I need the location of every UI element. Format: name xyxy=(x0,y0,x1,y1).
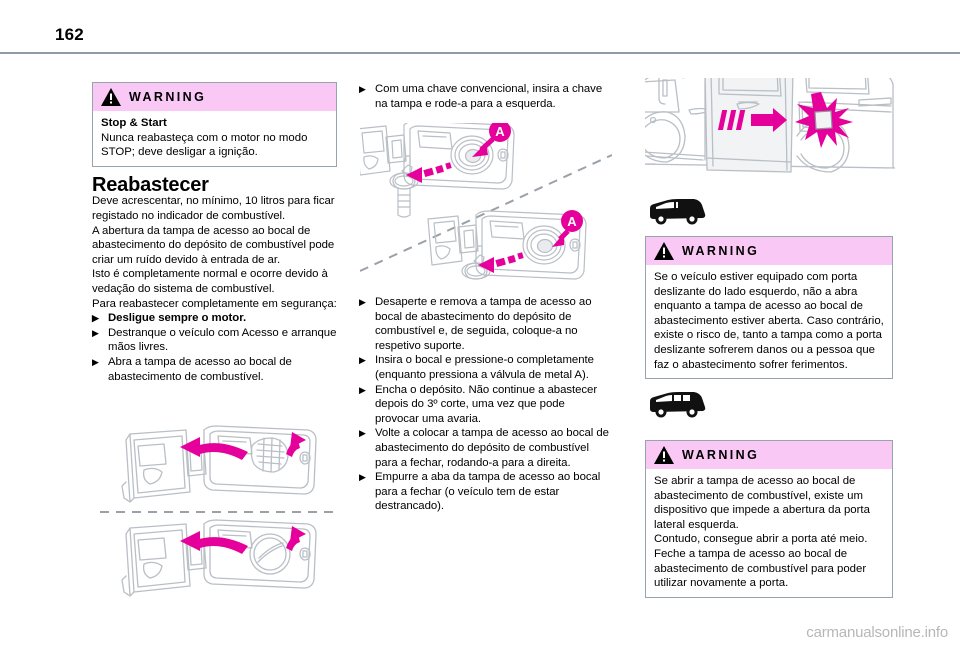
warning-header: WARNING xyxy=(646,237,892,265)
bullet-item: Desligue sempre o motor. xyxy=(92,311,337,326)
warning-body: Stop & Start Nunca reabasteça com o moto… xyxy=(93,111,336,166)
warning-line: utilizar novamente a porta. xyxy=(654,577,789,590)
warning-box-sliding-door: WARNING Se o veículo estiver equipado co… xyxy=(645,236,893,380)
callout-label-a: A xyxy=(495,124,505,139)
bullet-item: Destranque o veículo com Acesso e arranq… xyxy=(92,326,337,355)
warning-label: WARNING xyxy=(682,448,760,462)
bullet-item: Insira o bocal e pressione-o completamen… xyxy=(359,353,611,382)
illustration-fuel-flap-open xyxy=(100,424,340,608)
warning-line: enquanto a tampa de acesso ao bocal de xyxy=(654,300,863,313)
warning-label: WARNING xyxy=(682,244,760,258)
warning-line: Se o veículo estiver equipado com porta xyxy=(654,271,858,283)
illustration-sliding-door-clash xyxy=(645,78,895,193)
warning-subtitle: Stop & Start xyxy=(101,117,167,129)
bullet-item: Encha o depósito. Não continue a abastec… xyxy=(359,383,611,427)
left-column-text: Reabastecer Deve acrescentar, no mínimo,… xyxy=(92,173,337,384)
paragraph-3: Isto é completamente normal e ocorre dev… xyxy=(92,268,328,295)
warning-line: deslizante sofrerem danos ou a pessoa qu… xyxy=(654,343,875,356)
warning-triangle-icon xyxy=(101,88,121,106)
warning-body: Se o veículo estiver equipado com porta … xyxy=(646,265,892,378)
bullet-item: Desaperte e remova a tampa de acesso ao … xyxy=(359,295,611,353)
warning-line: lateral esquerda. xyxy=(654,518,739,531)
paragraph-1: Deve acrescentar, no mínimo, 10 litros p… xyxy=(92,195,335,222)
warning-triangle-icon xyxy=(654,242,674,260)
warning-line: abastecimento de combustível, existe um xyxy=(654,489,863,502)
section-title: Reabastecer xyxy=(92,173,209,196)
bullet-item: Abra a tampa de acesso ao bocal de abast… xyxy=(92,355,337,384)
warning-header: WARNING xyxy=(646,441,892,469)
warning-line: faz o abastecimento sofrer ferimentos. xyxy=(654,358,848,371)
middle-column: Com uma chave convencional, insira a cha… xyxy=(359,82,611,111)
middle-column-text-top: Com uma chave convencional, insira a cha… xyxy=(359,82,611,111)
warning-line: deslizante do lado esquerdo, não a abra xyxy=(654,285,858,298)
page-number: 162 xyxy=(55,25,84,44)
warning-body: Se abrir a tampa de acesso ao bocal de a… xyxy=(646,469,892,597)
warning-triangle-icon xyxy=(654,446,674,464)
callout-label-a: A xyxy=(567,214,577,229)
illustration-filler-neck: A xyxy=(360,123,612,283)
warning-box-door-lock: WARNING Se abrir a tampa de acesso ao bo… xyxy=(645,440,893,598)
warning-box-stop-start: WARNING Stop & Start Nunca reabasteça co… xyxy=(92,82,337,167)
bullet-item: Com uma chave convencional, insira a cha… xyxy=(359,82,611,111)
warning-line: Contudo, consegue abrir a porta até meio… xyxy=(654,533,868,546)
paragraph-2: A abertura da tampa de acesso ao bocal d… xyxy=(92,224,335,266)
bullet-item: Volte a colocar a tampa de acesso ao boc… xyxy=(359,426,611,470)
warning-line-1: Nunca reabasteça com o motor no modo xyxy=(101,131,308,144)
warning-line: abastecimento estiver aberta. Caso contr… xyxy=(654,314,884,327)
van-silhouette-windows-icon xyxy=(648,391,710,419)
left-column: WARNING Stop & Start Nunca reabasteça co… xyxy=(92,82,337,384)
warning-line: Se abrir a tampa de acesso ao bocal de xyxy=(654,475,856,487)
warning-line-2: STOP; deve desligar a ignição. xyxy=(101,146,258,159)
warning-line: abastecimento de combustível para poder xyxy=(654,562,867,575)
warning-header: WARNING xyxy=(93,83,336,111)
footer-watermark: carmanualsonline.info xyxy=(806,624,948,641)
warning-label: WARNING xyxy=(129,90,207,104)
bullet-item: Empurre a aba da tampa de acesso ao boca… xyxy=(359,470,611,514)
middle-column-text-bottom: Desaperte e remova a tampa de acesso ao … xyxy=(359,295,611,514)
header-divider xyxy=(0,52,960,54)
warning-line: Feche a tampa de acesso ao bocal de xyxy=(654,547,848,560)
warning-line: existe o risco de, tanto a tampa como a … xyxy=(654,329,882,342)
warning-line: dispositivo que impede a abertura da por… xyxy=(654,504,870,517)
paragraph-4: Para reabastecer completamente em segura… xyxy=(92,297,337,310)
van-silhouette-icon xyxy=(648,198,710,226)
